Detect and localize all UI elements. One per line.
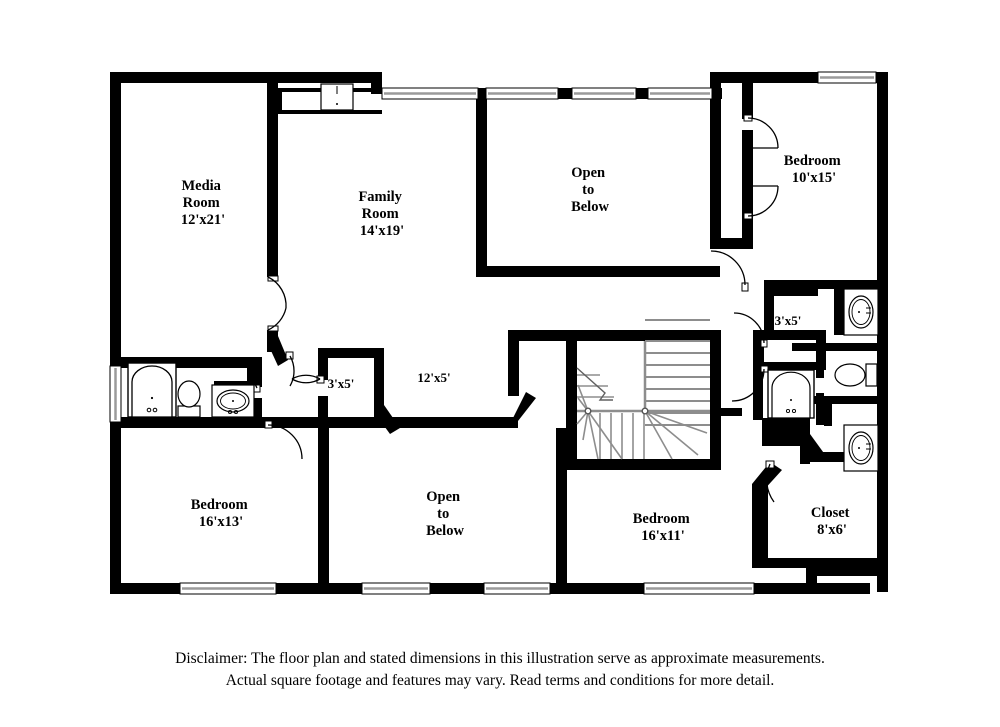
bathtub-left-icon: [127, 362, 177, 418]
window-left-bath: [109, 365, 122, 423]
label-hallway-12x5: 12'x5': [417, 370, 450, 385]
window-bottom-3: [483, 582, 551, 595]
door-bath-closet-right: [733, 312, 768, 348]
window-top-4: [647, 87, 713, 100]
doors: [252, 114, 779, 503]
label-open-to-below-upper: Open to Below: [571, 165, 609, 215]
label-bedroom-16x13: Bedroom 16'x13': [191, 497, 252, 530]
label-bath-closet-3x5-right: 3'x5': [775, 313, 802, 328]
window-top-5-bedroom: [817, 71, 877, 84]
staircase: [576, 319, 710, 460]
door-bedroom1-entry: [710, 250, 749, 292]
door-hall-closet-left: [291, 374, 325, 384]
room-labels: Media Room 12'x21' Family Room 14'x19' O…: [181, 153, 853, 544]
label-bedroom-16x11: Bedroom 16'x11': [633, 511, 694, 544]
door-media-room-b: [267, 307, 287, 332]
door-bedroom-16x13: [264, 420, 303, 460]
window-bottom-4: [643, 582, 755, 595]
sink-right-lower-icon: [843, 424, 879, 472]
toilet-left-icon: [177, 380, 201, 418]
door-bedroom1-closet-a: [743, 114, 779, 149]
window-group-top: [381, 71, 877, 100]
door-right-bath: [731, 365, 769, 402]
window-top-1: [381, 87, 479, 100]
window-bottom-1: [179, 582, 277, 595]
door-media-room-a: [267, 275, 287, 309]
window-top-3: [571, 87, 637, 100]
toilet-right-icon: [834, 363, 878, 387]
label-open-to-below-lower: Open to Below: [426, 489, 464, 539]
disclaimer-line-2: Actual square footage and features may v…: [225, 672, 775, 689]
sink-left-icon: [211, 384, 255, 418]
label-closet-8x6: Closet 8'x6': [811, 505, 853, 538]
interior-walls: [121, 83, 878, 588]
disclaimer-text: Disclaimer: The floor plan and stated di…: [0, 648, 1000, 692]
window-top-2: [485, 87, 559, 100]
water-heater-icon: [320, 83, 354, 111]
label-hall-closet-3x5-left: 3'x5': [328, 376, 355, 391]
sink-right-upper-icon: [843, 288, 879, 336]
door-bedroom1-closet-b: [743, 185, 779, 220]
bathtub-right-icon: [767, 369, 815, 419]
door-hall-closet-left-lower: [285, 351, 295, 387]
window-group-bottom: [179, 582, 755, 595]
disclaimer-line-1: Disclaimer: The floor plan and stated di…: [175, 650, 825, 667]
label-family-room: Family Room 14'x19': [358, 189, 405, 239]
label-media-room: Media Room 12'x21': [181, 178, 225, 228]
window-bottom-2: [361, 582, 431, 595]
label-bedroom-10x15: Bedroom 10'x15': [784, 153, 845, 186]
door-closet-8x6: [765, 460, 775, 503]
